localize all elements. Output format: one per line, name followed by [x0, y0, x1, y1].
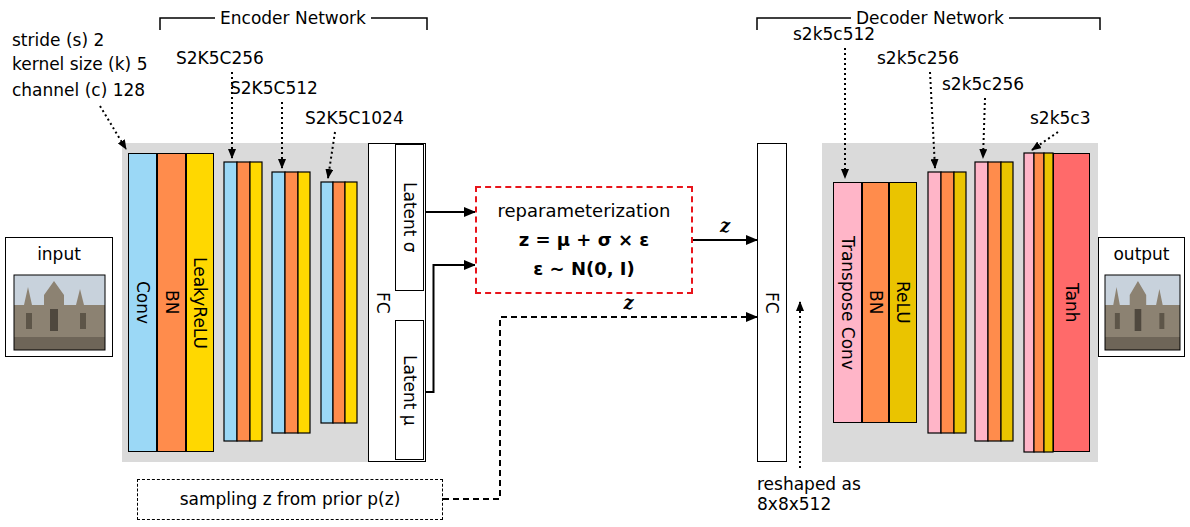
node-text: Latent μ: [400, 355, 420, 426]
bn-bar: [941, 172, 954, 433]
activation-bar: [954, 172, 966, 433]
bn-bar: [237, 162, 250, 441]
bn-bar: [988, 162, 1001, 441]
node-text: Conv: [133, 281, 153, 324]
layer-annotation: S2K5C1024: [305, 108, 404, 128]
group-heading: Encoder Network: [215, 8, 371, 28]
conv-layer: Conv: [128, 153, 157, 452]
activation-layer: ReLU: [889, 182, 917, 423]
connector-arrow: [443, 317, 757, 499]
leader-line: [983, 98, 985, 158]
formula-text: z = μ + σ × ε: [519, 229, 650, 251]
activation-bar: [345, 182, 357, 423]
leader-line: [281, 102, 283, 168]
bn-bar: [285, 172, 298, 433]
encoder-panel: [122, 143, 426, 462]
activation-bar: [1044, 153, 1053, 452]
node-text: LeakyReLU: [190, 257, 210, 349]
formula-text: ε ∼ N(0, I): [533, 258, 634, 280]
sampling-box: sampling z from prior p(z): [137, 479, 443, 520]
activation-layer: LeakyReLU: [186, 153, 214, 452]
layer-annotation: S2K5C256: [176, 48, 264, 68]
latent-sigma-box: Latent σ: [395, 144, 424, 291]
input-frame: input: [5, 237, 113, 357]
node-text: output: [1113, 244, 1169, 264]
node-text: Latent σ: [400, 182, 420, 253]
deconv-bar: [975, 162, 988, 441]
layer-annotation: s2k5c256: [942, 74, 1024, 94]
node-text: input: [37, 244, 81, 264]
layer-annotation: s2k5c3: [1030, 108, 1091, 128]
node-text: FC: [762, 292, 782, 314]
layer-annotation: S2K5C512: [230, 78, 318, 98]
layer-annotation: s2k5c256: [877, 48, 959, 68]
leader-line: [930, 72, 935, 168]
connector-arrow: [424, 211, 475, 213]
tanh-layer: Tanh: [1053, 153, 1090, 452]
connector-arrow: [693, 239, 757, 241]
reparameterization-box: reparameterization z = μ + σ × ε ε ∼ N(0, …: [475, 186, 693, 294]
decoder-panel: [822, 143, 1098, 462]
layer-annotation: stride (s) 2: [12, 30, 104, 50]
leader-line: [100, 106, 126, 149]
fc-layer: FC: [757, 143, 787, 462]
batchnorm-layer: BN: [862, 182, 889, 423]
activation-bar: [1001, 162, 1013, 441]
output-photo: [1105, 275, 1180, 350]
conv-bar: [272, 172, 285, 433]
input-photo: [14, 275, 105, 350]
deconv-bar: [1024, 153, 1034, 452]
layer-annotation: s2k5c512: [793, 24, 875, 44]
reshape-note: reshaped as 8x8x512: [757, 474, 887, 514]
node-text: BN: [162, 290, 182, 314]
node-text: Tanh: [1062, 283, 1082, 323]
layer-annotation: channel (c) 128: [12, 80, 145, 100]
connector-arrow: [424, 265, 475, 392]
node-text: Transpose Conv: [838, 236, 858, 370]
bn-bar: [1034, 153, 1044, 452]
leader-line: [328, 132, 335, 178]
node-text: BN: [866, 290, 886, 314]
node-text: sampling z from prior p(z): [180, 489, 401, 509]
batchnorm-layer: BN: [157, 153, 186, 452]
photo-frame: [1105, 275, 1180, 350]
leader-line: [799, 302, 801, 468]
edge-label: z: [623, 293, 633, 313]
activation-bar: [250, 162, 262, 441]
fc-layer: FC Latent σ Latent μ: [368, 143, 426, 462]
node-text: FC: [373, 292, 393, 314]
conv-bar: [321, 182, 333, 423]
deconv-bar: [928, 172, 941, 433]
transpose-conv-layer: Transpose Conv: [833, 182, 862, 423]
node-text: ReLU: [893, 281, 913, 324]
bn-bar: [333, 182, 345, 423]
leader-line: [844, 48, 846, 178]
layer-annotation: kernel size (k) 5: [12, 54, 147, 74]
node-text: reparameterization: [497, 200, 670, 222]
latent-mu-box: Latent μ: [395, 320, 424, 460]
leader-line: [1032, 132, 1058, 150]
photo-frame: [14, 275, 105, 350]
edge-label: z: [720, 216, 730, 236]
conv-bar: [224, 162, 237, 441]
output-frame: output: [1098, 237, 1185, 357]
activation-bar: [298, 172, 310, 433]
